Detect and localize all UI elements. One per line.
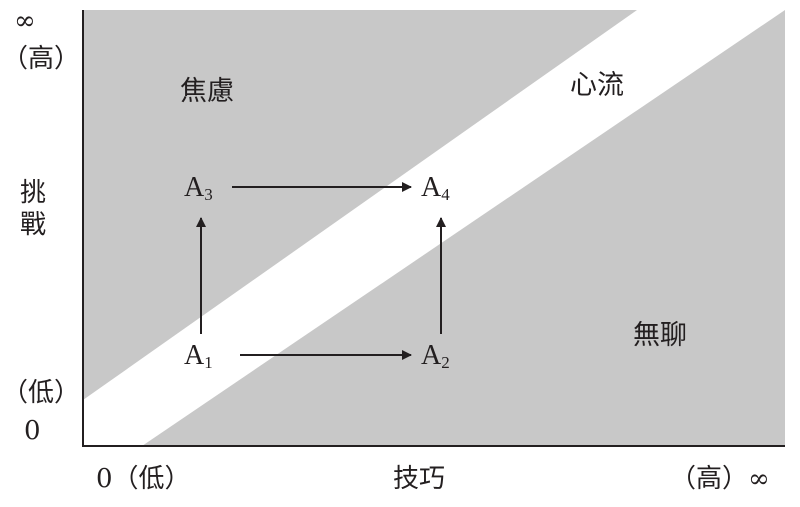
- point-a3: A3: [184, 172, 213, 204]
- y-axis-high-label: （高）: [2, 44, 81, 74]
- point-a2: A2: [421, 340, 450, 372]
- point-a1-letter: A: [184, 340, 205, 371]
- x-axis-high-label: （高）∞: [670, 464, 770, 494]
- point-a3-letter: A: [184, 172, 205, 203]
- region-anxiety-label: 焦慮: [180, 76, 234, 107]
- region-flow-label: 心流: [570, 70, 624, 101]
- flow-channel: [83, 10, 785, 446]
- y-axis-zero: 0: [24, 416, 41, 446]
- point-a1: A1: [184, 340, 213, 372]
- y-axis-low-label: （低）: [2, 378, 81, 408]
- point-a4-sub: 4: [441, 185, 450, 204]
- point-a2-letter: A: [421, 340, 442, 371]
- region-boredom-label: 無聊: [633, 320, 687, 351]
- point-a1-sub: 1: [204, 353, 213, 372]
- point-a4-letter: A: [421, 172, 442, 203]
- y-axis-title-1: 挑: [20, 178, 47, 208]
- point-a3-sub: 3: [204, 185, 213, 204]
- x-axis-title: 技巧: [393, 464, 446, 494]
- point-a4: A4: [421, 172, 450, 204]
- point-a2-sub: 2: [441, 353, 450, 372]
- x-axis-low-label: 0（低）: [96, 464, 191, 494]
- y-axis-infinity: ∞: [14, 6, 36, 36]
- y-axis-title-2: 戰: [20, 210, 47, 240]
